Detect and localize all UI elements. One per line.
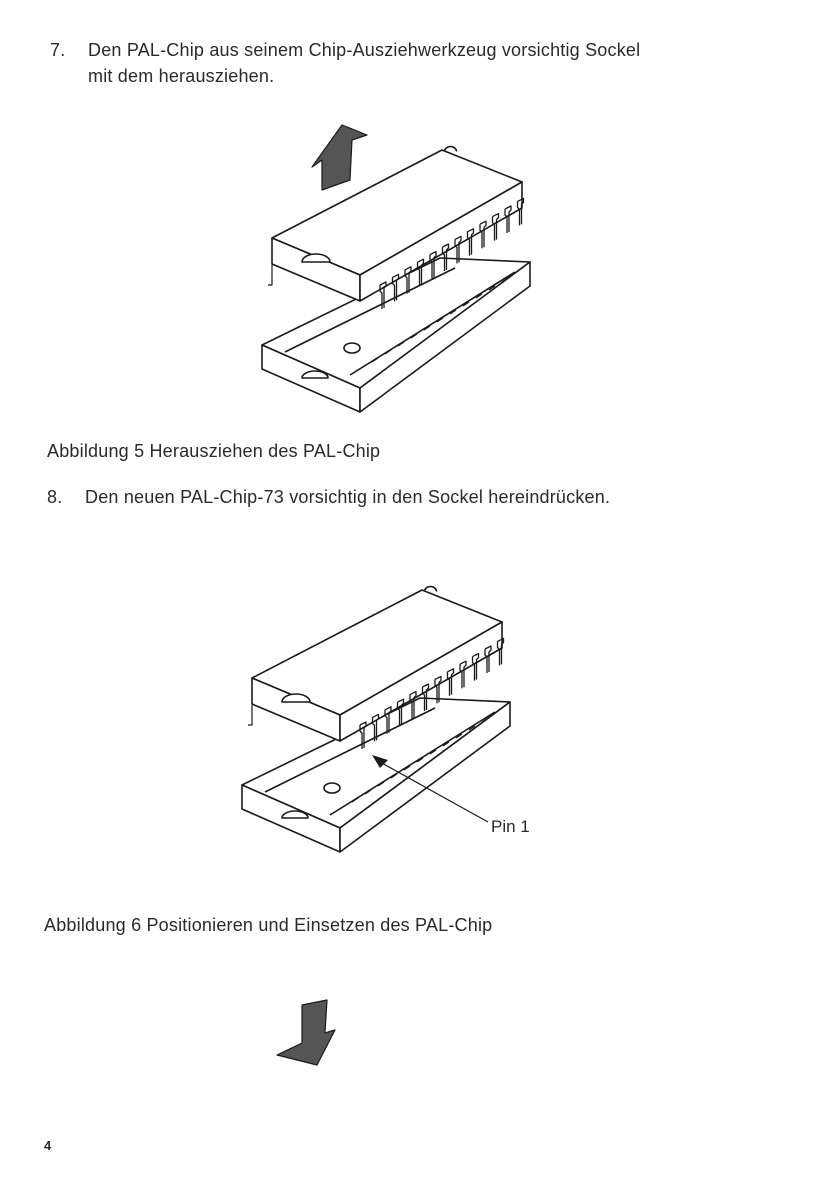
chip-pin-front (484, 645, 492, 673)
pin-1-pointer-arrowhead (372, 755, 388, 768)
figure-6 (241, 585, 511, 1066)
chip-pin-front (379, 281, 387, 309)
socket-contact (384, 349, 392, 355)
figure-5-caption: Abbildung 5 Herausziehen des PAL-Chip (47, 441, 381, 461)
figure-6-caption: Abbildung 6 Positionieren und Einsetzen … (44, 915, 493, 935)
chip-pin-front (496, 637, 505, 666)
socket-contact (462, 301, 470, 307)
chip-pin-front (479, 220, 487, 249)
pin-1-pointer-line (379, 761, 489, 823)
socket-notch (301, 370, 329, 379)
up-arrow-icon (311, 124, 368, 191)
chip-pin-front (446, 668, 455, 696)
socket-contact (442, 741, 450, 747)
chip-pin-front (416, 258, 425, 287)
socket-contact (351, 797, 359, 803)
step-7-line2: mit dem herausziehen. (88, 66, 275, 86)
figure-5 (261, 124, 531, 413)
chip-notch (281, 693, 311, 703)
socket-contact (390, 773, 398, 779)
chip-pin-left (268, 265, 273, 286)
chip-pin-front (466, 228, 475, 256)
chip-pin-front (409, 690, 417, 719)
chip-pin-front (359, 721, 367, 749)
chip-pin-front (396, 698, 405, 727)
chip-pin-front (454, 235, 462, 264)
socket-contact (455, 733, 463, 739)
socket-hole (323, 782, 341, 794)
chip-pin-front (384, 706, 392, 734)
socket-front-right (359, 261, 531, 413)
chip-pin-back (423, 585, 438, 592)
chip-notch (301, 253, 331, 263)
socket-contact (416, 757, 424, 763)
chip-pin-back (443, 145, 458, 152)
chip-pin-front (429, 250, 437, 279)
socket-contact (436, 317, 444, 323)
socket-contact (423, 325, 431, 331)
chip-pin-front (516, 197, 525, 226)
socket-contact (449, 309, 457, 315)
socket-contact (481, 717, 489, 723)
chip-pin-front (371, 713, 380, 742)
socket-contact (410, 333, 418, 339)
socket-contact (429, 749, 437, 755)
socket-contact (397, 341, 405, 347)
chip-pin-front (434, 675, 442, 704)
socket-contact (364, 789, 372, 795)
socket-contact (475, 293, 483, 299)
socket-front-right (339, 701, 511, 853)
chip-pin-front (421, 683, 430, 711)
step-8-line1: 8.Den neuen PAL-Chip-73 vorsichtig in de… (47, 487, 611, 507)
socket-contact (377, 781, 385, 787)
chip-pin-front (471, 652, 480, 681)
down-arrow-icon (276, 999, 336, 1066)
socket-rail (264, 707, 436, 793)
step-7-line1: 7.Den PAL-Chip aus seinem Chip-Ausziehwe… (50, 40, 641, 60)
chip-pin-left (248, 705, 253, 726)
socket-contact (403, 765, 411, 771)
pin-1-label: Pin 1 (491, 817, 530, 836)
chip-pin-front (391, 273, 400, 302)
socket-notch (281, 810, 309, 819)
socket-contact (468, 725, 476, 731)
socket-rail (284, 267, 456, 353)
socket-contact (501, 277, 509, 283)
chip-pin-front (441, 243, 450, 271)
page-number: 4 (44, 1138, 52, 1153)
chip-pin-front (491, 212, 500, 241)
socket-contact (488, 285, 496, 291)
chip-pin-front (504, 205, 512, 233)
chip-pin-front (404, 266, 412, 294)
socket-hole (343, 342, 361, 354)
socket-contact (371, 357, 379, 363)
chip-pin-front (459, 660, 467, 689)
